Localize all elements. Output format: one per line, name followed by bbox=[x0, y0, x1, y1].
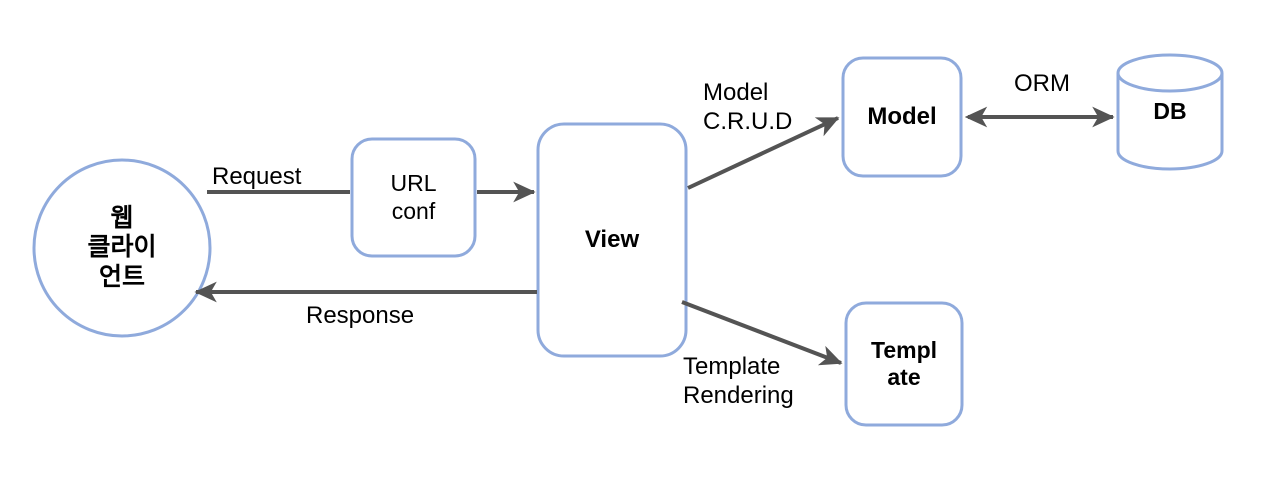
edge-template-rendering bbox=[681, 300, 843, 366]
node-view-shape[interactable] bbox=[536, 122, 688, 358]
node-urlconf-shape[interactable] bbox=[350, 137, 477, 258]
node-template-shape[interactable] bbox=[844, 301, 964, 427]
node-model-shape[interactable] bbox=[841, 56, 963, 178]
edge-model-crud bbox=[687, 116, 840, 190]
node-db-shape[interactable] bbox=[1116, 53, 1224, 171]
node-client-shape[interactable] bbox=[32, 158, 212, 338]
